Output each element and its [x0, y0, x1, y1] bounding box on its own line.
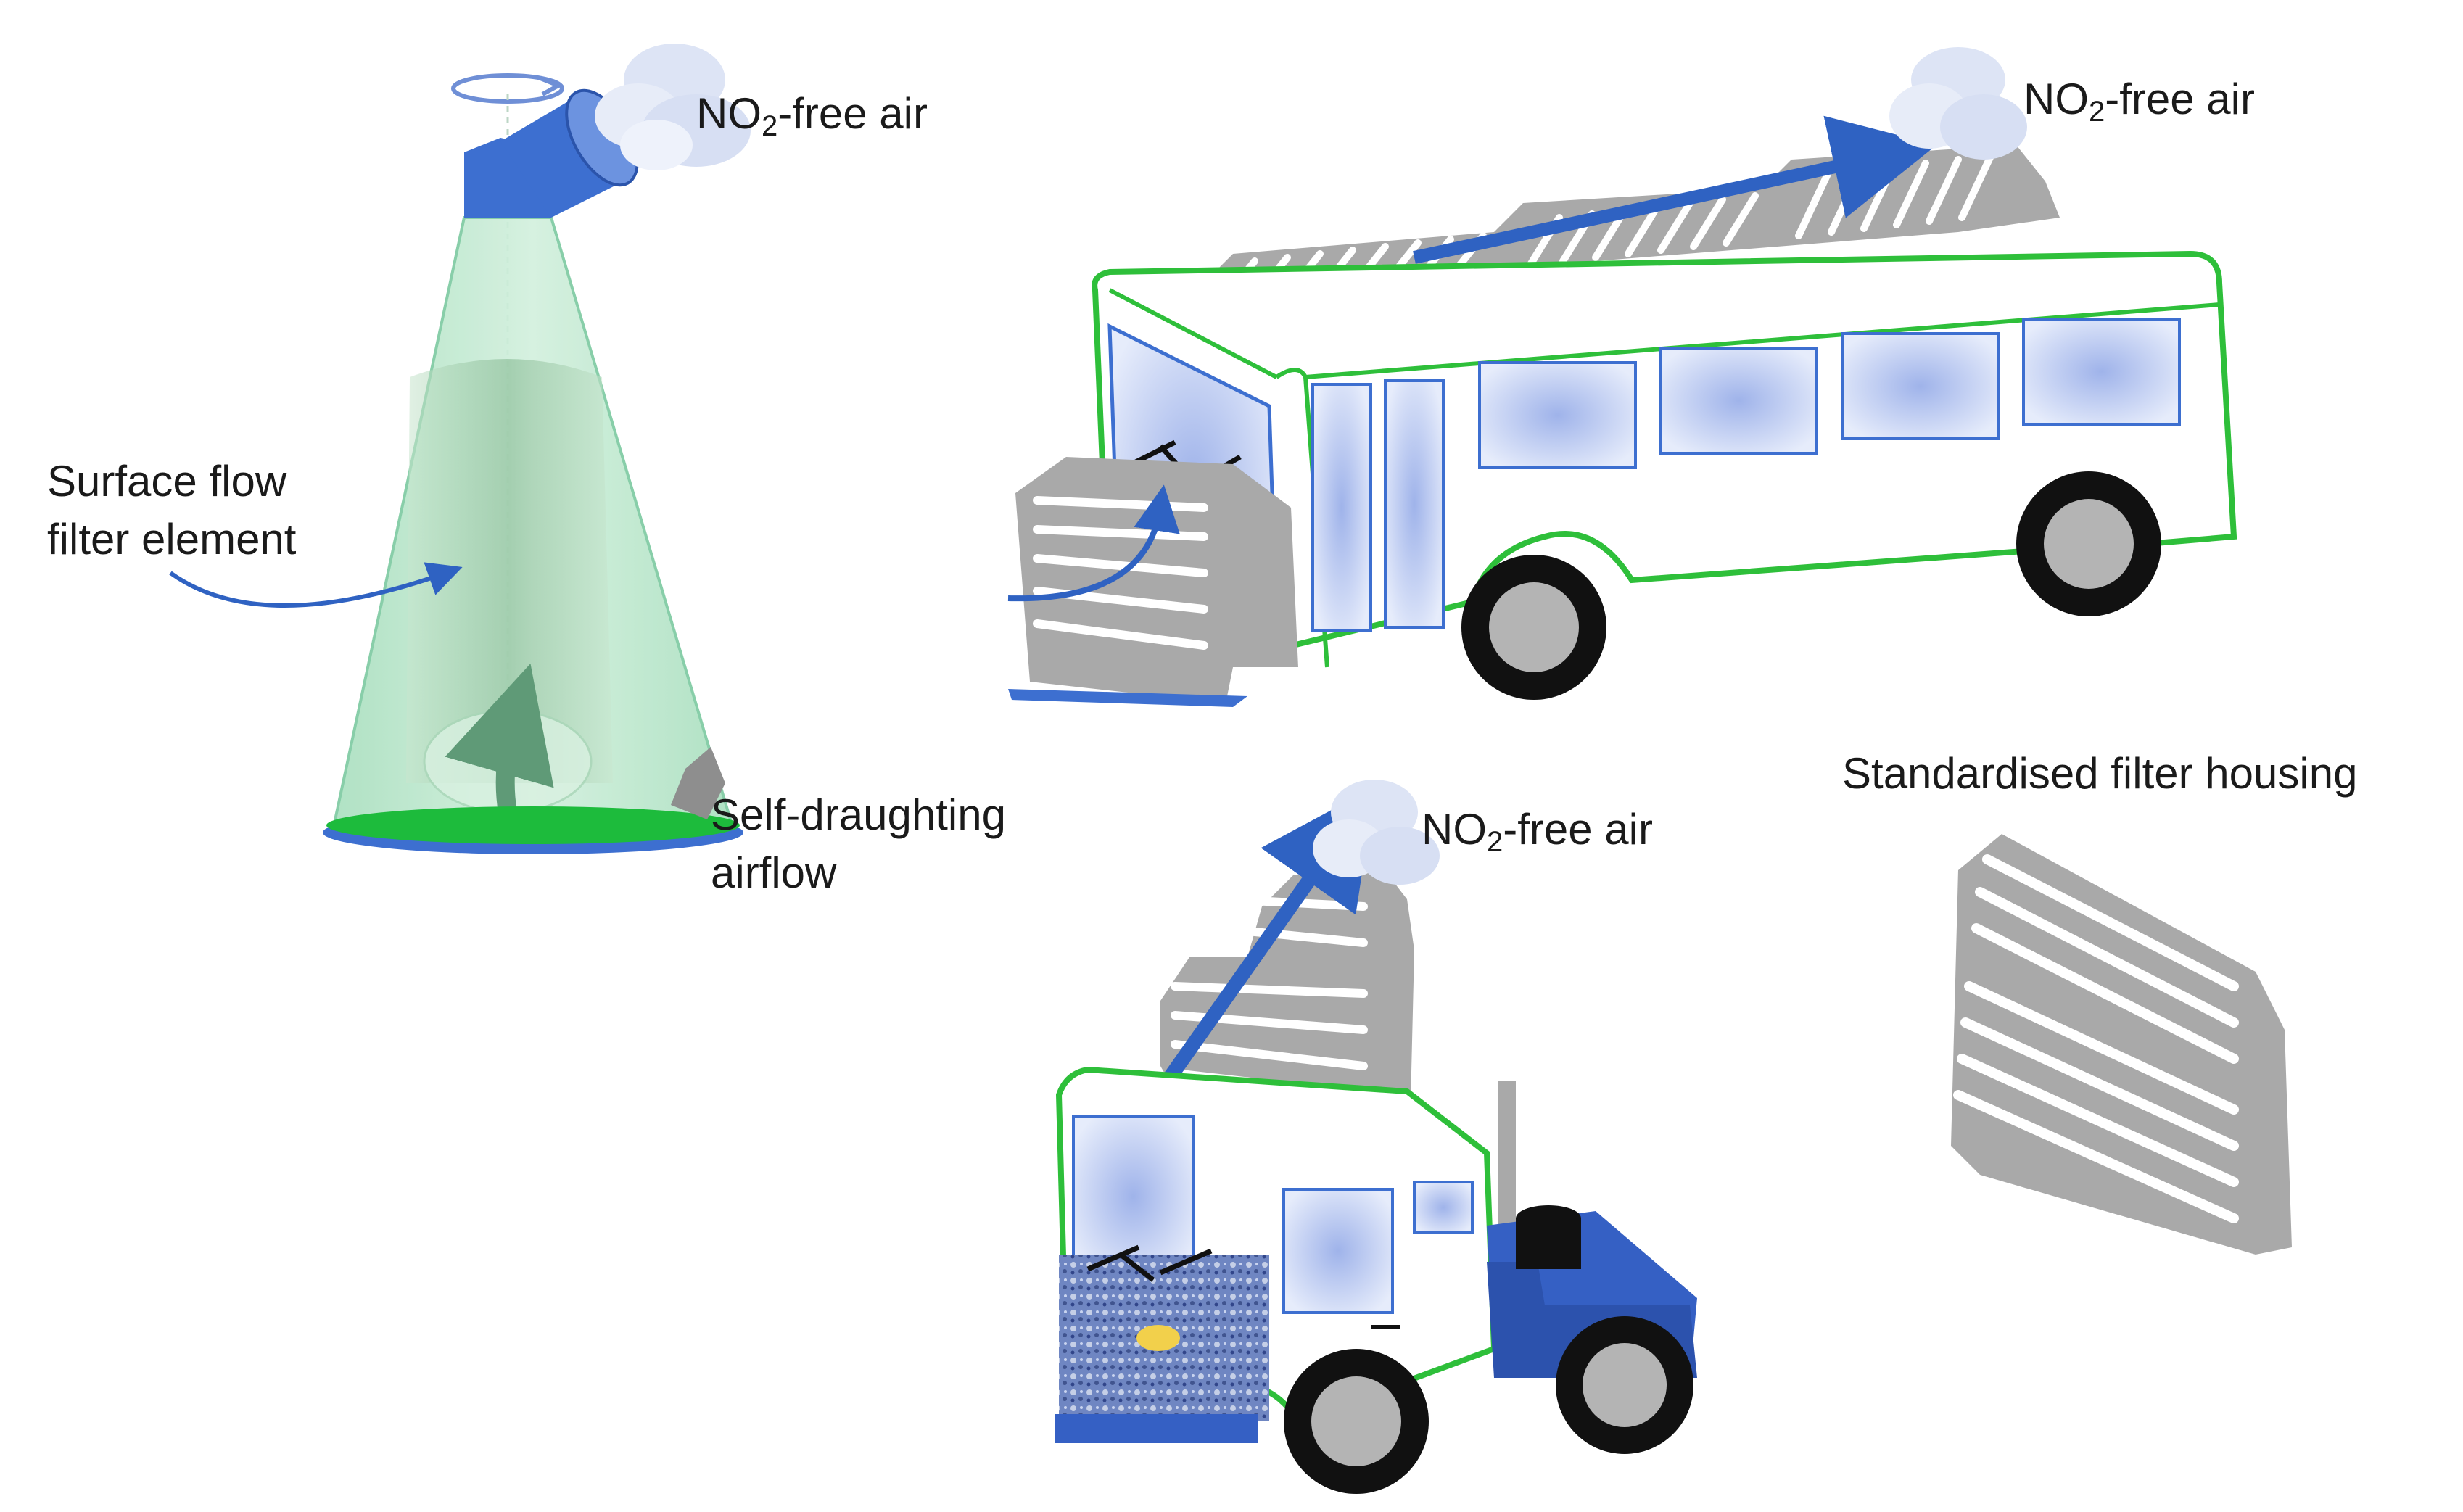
- cloud-icon: [595, 44, 751, 170]
- self-draughting-label-line1: Self-draughting: [711, 790, 1006, 839]
- surface-flow-label-line1: Surface flow: [47, 457, 287, 505]
- cloud-icon: [1889, 47, 2027, 160]
- truck-illustration: [1055, 786, 1697, 1494]
- self-draughting-label-line2: airflow: [711, 848, 837, 897]
- cloud-icon: [1313, 780, 1440, 885]
- surface-flow-label-line2: filter element: [47, 515, 297, 563]
- truck-front-wheel: [1284, 1349, 1429, 1494]
- cone-filter-tower: [169, 73, 743, 854]
- bus-rear-wheel: [2016, 471, 2161, 616]
- headlight-icon: [1136, 1325, 1180, 1351]
- rotation-arrow-icon: [451, 73, 564, 104]
- no2-free-air-label-truck: NO2-free air: [1422, 805, 1653, 858]
- bus-illustration: [1007, 115, 2237, 707]
- no2-free-air-label-tower: NO2-free air: [696, 89, 928, 142]
- bus-front-wheel: [1461, 555, 1606, 700]
- no2-free-air-label-bus: NO2-free air: [2023, 75, 2255, 128]
- wiper-icon: [1086, 1244, 1213, 1282]
- truck-rear-wheel: [1556, 1316, 1693, 1454]
- standardised-filter-housing: [1951, 834, 2292, 1255]
- bus-roof-slats: [1073, 261, 1097, 290]
- standardised-housing-label: Standardised filter housing: [1842, 749, 2358, 798]
